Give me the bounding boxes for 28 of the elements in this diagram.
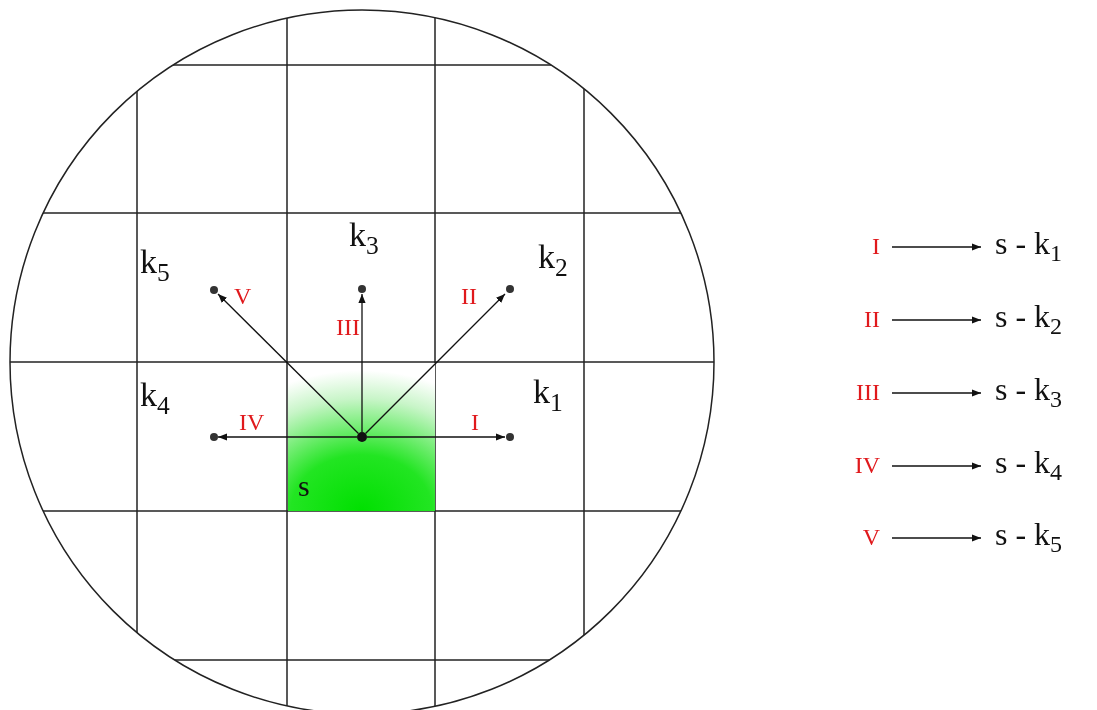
pair-label: s - k$_{4}$ xyxy=(995,446,1063,485)
arrow xyxy=(217,433,358,441)
source-cell xyxy=(288,363,435,511)
point-label: k$_{4}$ xyxy=(140,378,170,419)
point-label: k$_{3}$ xyxy=(349,218,379,259)
point-label: k$_{1}$ xyxy=(533,375,563,416)
arrow xyxy=(891,534,982,542)
arrow xyxy=(891,462,982,470)
roman-numeral: V xyxy=(862,525,880,549)
point-label: k$_{5}$ xyxy=(140,245,170,286)
cell-label: s xyxy=(298,471,310,501)
point-label: k$_{2}$ xyxy=(538,240,568,281)
arrow xyxy=(217,293,360,435)
arrow xyxy=(891,389,982,397)
arrow xyxy=(364,293,506,435)
pair-label: s - k$_{1}$ xyxy=(995,227,1063,266)
pair-label: s - k$_{2}$ xyxy=(995,300,1063,339)
pair-label: s - k$_{5}$ xyxy=(995,518,1063,557)
arrow xyxy=(358,293,366,433)
roman-numeral: I xyxy=(872,234,880,258)
pair-label: s - k$_{3}$ xyxy=(995,373,1063,412)
roman-numeral: III xyxy=(856,380,880,404)
source-point xyxy=(357,432,367,442)
roman-numeral: IV xyxy=(854,453,880,477)
arrow xyxy=(366,433,506,441)
arrow xyxy=(891,243,982,251)
arrow xyxy=(891,316,982,324)
roman-numeral: II xyxy=(864,307,880,331)
